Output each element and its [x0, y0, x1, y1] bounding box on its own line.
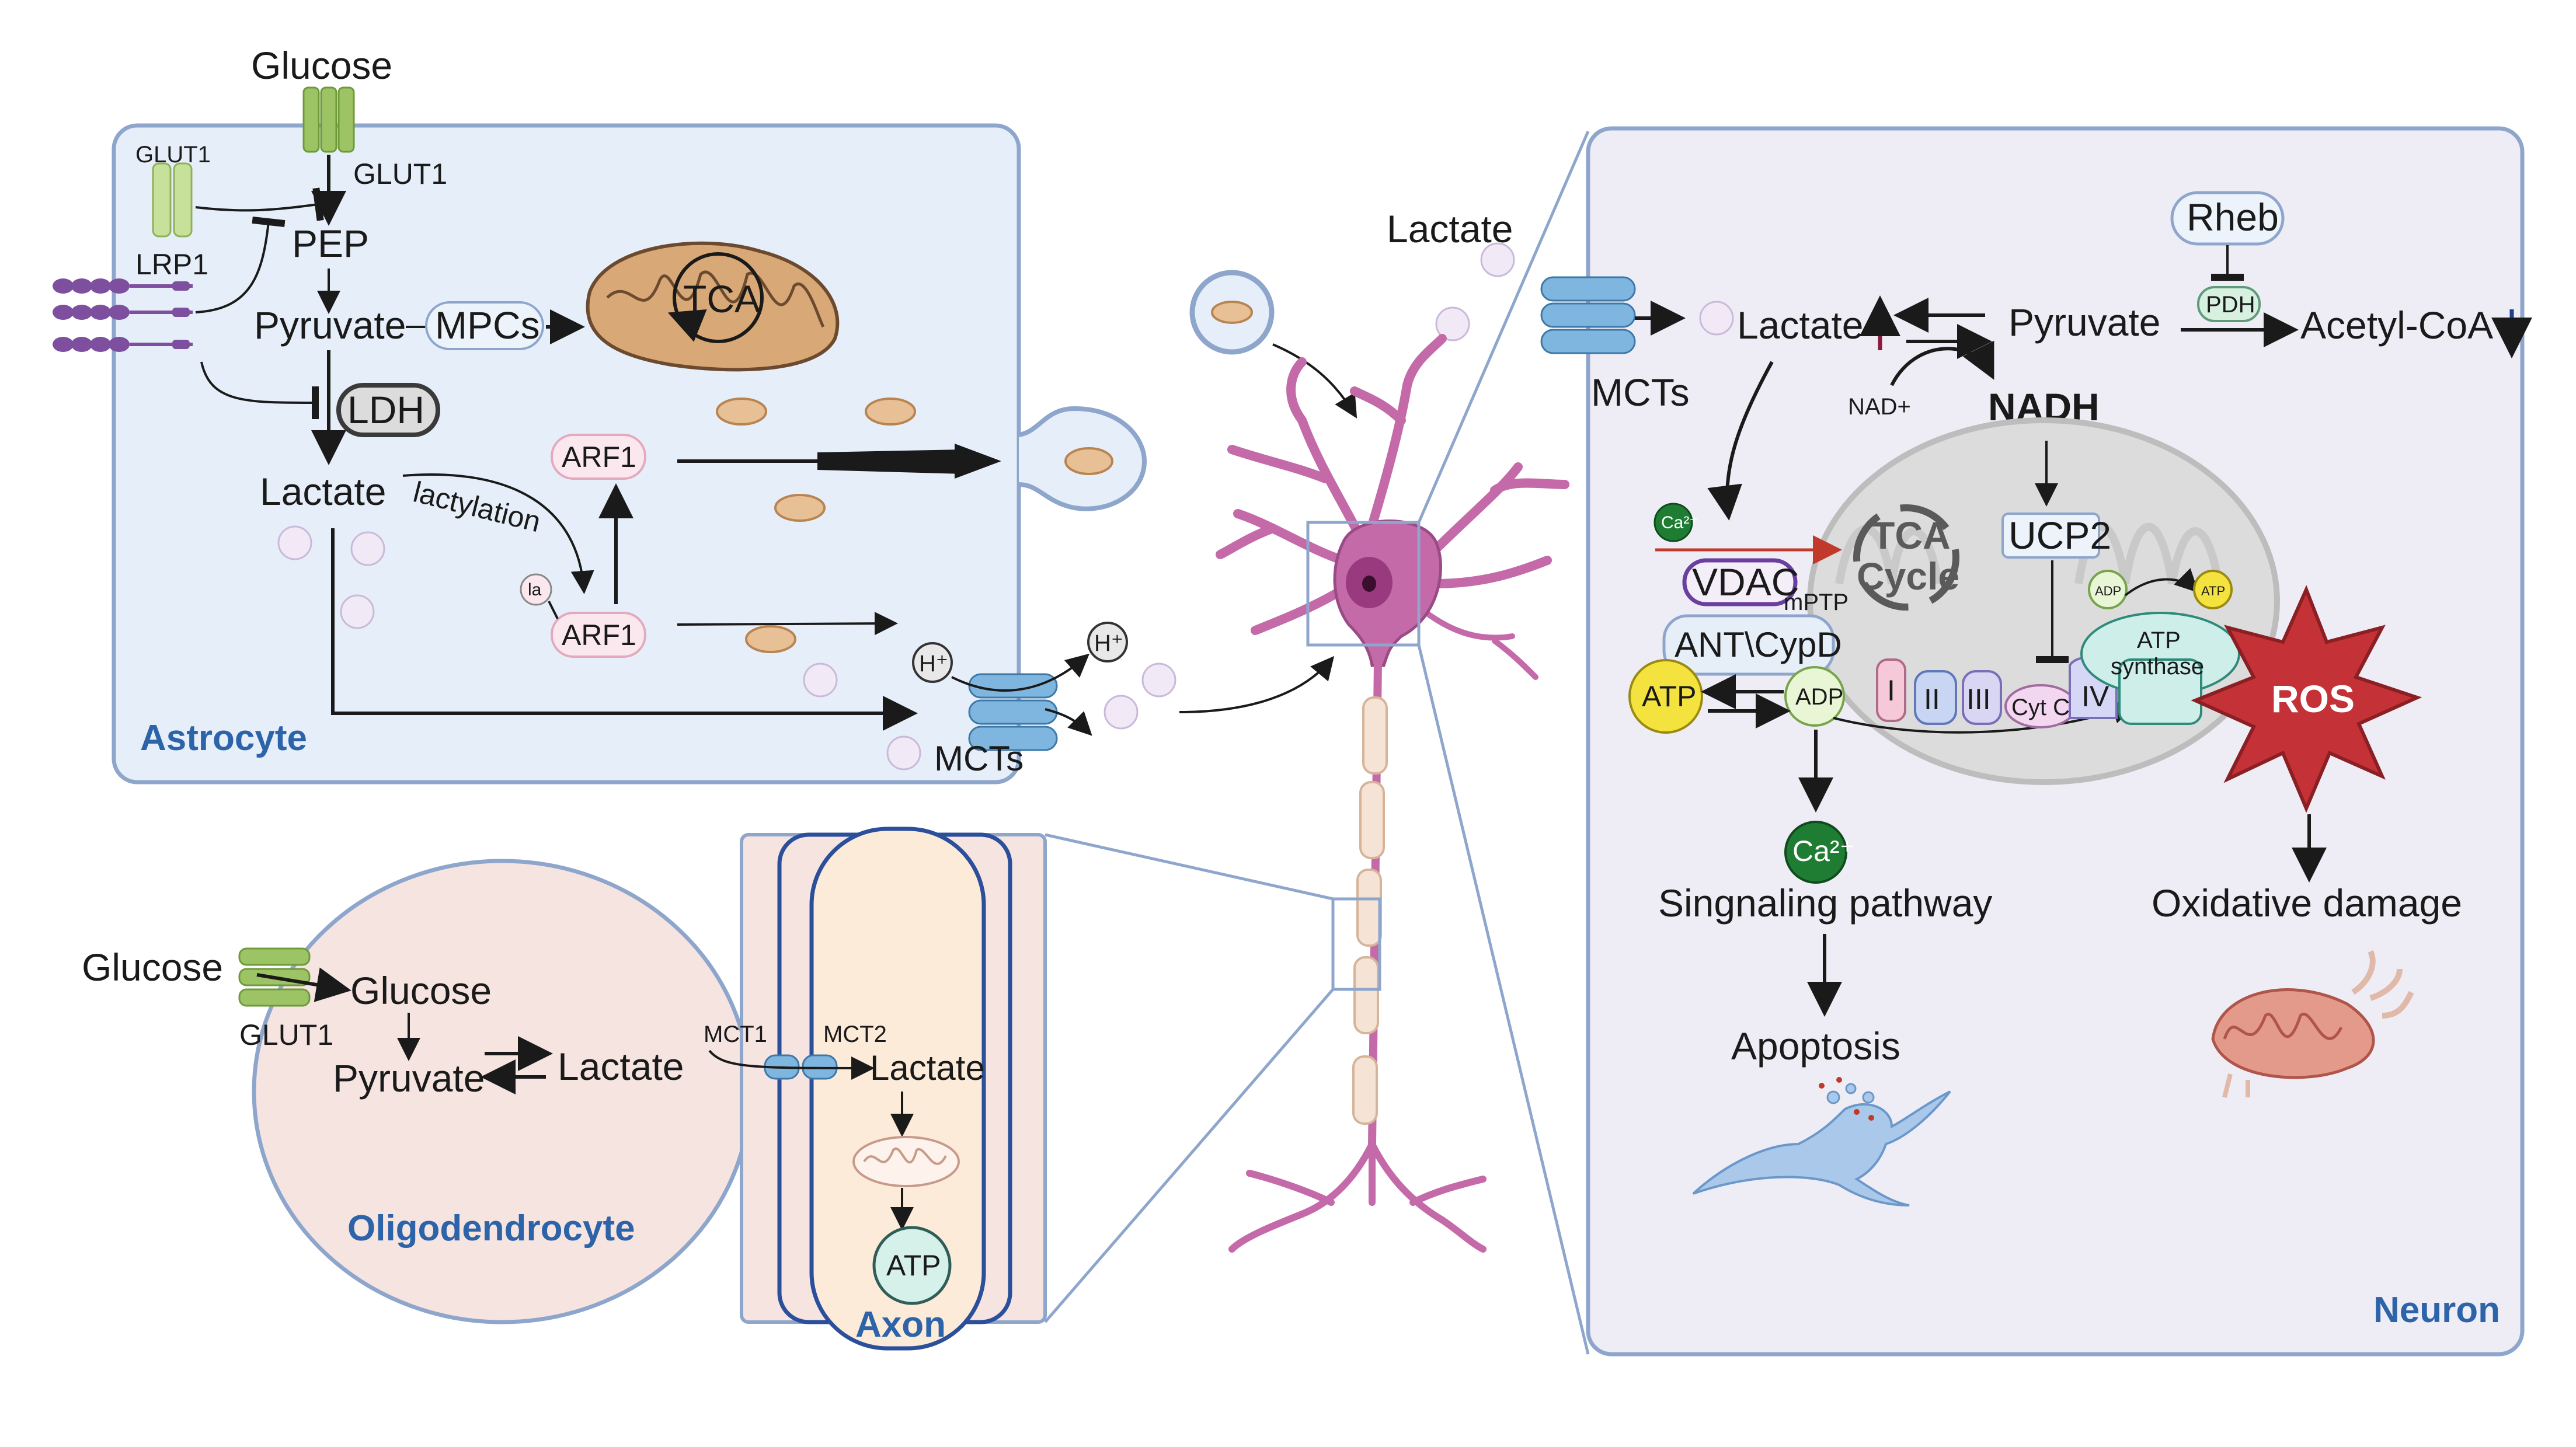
astro-vesicle: [1018, 406, 1147, 511]
complex-i-label: I: [1887, 674, 1895, 707]
lactate-label-oligo: Lactate: [558, 1045, 684, 1088]
tca-label-astro: TCA: [683, 277, 760, 320]
mpcs-label: MPCs: [435, 304, 540, 347]
mct-transporter-astro: [968, 673, 1058, 751]
signaling-label: Singnaling pathway: [1658, 881, 1992, 925]
mptp-label: mPTP: [1784, 590, 1849, 615]
atp-synthase: ATP synthase: [2080, 612, 2240, 725]
mcts-label-astro: MCTs: [934, 739, 1024, 778]
pep-label: PEP: [292, 222, 369, 265]
atp-synthase-line1: ATP: [2137, 627, 2181, 653]
small-mito-c: [774, 494, 826, 522]
small-mito-b: [865, 398, 916, 426]
nad-plus-label: NAD+: [1848, 394, 1911, 420]
pyruvate-label-oligo: Pyruvate: [333, 1057, 485, 1100]
pdh-label: PDH: [2206, 292, 2255, 318]
lactate-label-neuron: Lactate: [1737, 304, 1864, 347]
glut1-label-top: GLUT1: [353, 158, 447, 190]
mcts-label-neuron: MCTs: [1591, 371, 1690, 414]
neuron-label: Neuron: [2373, 1290, 2500, 1330]
released-vesicle: [1189, 270, 1275, 355]
atp-small-label: ATP: [2201, 584, 2225, 598]
atp-label-axon: ATP: [886, 1249, 941, 1282]
ca-big-label: Ca²⁺: [1792, 835, 1855, 867]
lrp1-label: LRP1: [135, 248, 208, 281]
complex-iv-label: IV: [2081, 680, 2109, 713]
lrp1-receptor: [53, 278, 193, 352]
adp-label-neuron: ADP: [1795, 684, 1843, 710]
astrocyte-panel: Astrocyte Glucose GLUT1 GLUT1 LRP1: [53, 44, 1128, 784]
damaged-mitochondrion: [2211, 950, 2414, 1098]
atp-label-neuron: ATP: [1642, 680, 1697, 713]
glut1-channel-side: [152, 162, 193, 238]
arf1-top-label: ARF1: [562, 441, 636, 473]
h-plus-a: H⁺: [919, 651, 948, 677]
etc-complexes: I II III Cyt C IV: [1876, 655, 2118, 728]
adp-small-label: ADP: [2095, 584, 2121, 598]
ca-small-label: Ca²⁺: [1661, 513, 1698, 532]
oligodendrocyte-label: Oligodendrocyte: [347, 1208, 635, 1249]
h-plus-b: H⁺: [1094, 630, 1123, 656]
cyt-c-label: Cyt C: [2011, 695, 2070, 720]
ant-cypd-label: ANT\CypD: [1675, 625, 1842, 664]
axon-label: Axon: [855, 1305, 946, 1345]
arf1-bottom-label: ARF1: [562, 619, 636, 651]
small-mito-d: [745, 625, 796, 653]
glut1-label-side: GLUT1: [135, 142, 211, 168]
oligodendrocyte-cell: Oligodendrocyte Glucose GLUT1 Glucose Py…: [82, 859, 753, 1324]
small-mito-a: [716, 398, 767, 426]
lactate-label-astro: Lactate: [260, 470, 387, 513]
glucose-label-astro: Glucose: [251, 44, 392, 87]
astro-mitochondrion: TCA: [586, 241, 840, 372]
mct1-label: MCT1: [704, 1021, 767, 1047]
glut1-label-oligo: GLUT1: [239, 1019, 333, 1051]
atp-synthase-line2: synthase: [2111, 654, 2204, 679]
complex-iii-label: III: [1966, 683, 1991, 716]
ucp2-label: UCP2: [2008, 514, 2111, 557]
vdac-label: VDAC: [1692, 560, 1799, 604]
la-label: la: [528, 580, 542, 599]
lactate-label-center: Lactate: [1387, 207, 1513, 250]
oxidative-damage-label: Oxidative damage: [2152, 881, 2462, 925]
astrocyte-label: Astrocyte: [140, 718, 307, 758]
acetyl-coa-label: Acetyl-CoA: [2300, 304, 2493, 347]
lactate-label-axon: Lactate: [870, 1048, 985, 1087]
mct2-label: MCT2: [823, 1021, 887, 1047]
tca-line2: Cycle: [1857, 555, 1959, 598]
axon-zoom: Axon MCT1 MCT2 Lactate ATP: [704, 827, 1047, 1351]
mct-transporter-neuron: [1540, 276, 1636, 354]
ldh-label: LDH: [347, 388, 424, 431]
axon-mitochondrion: [852, 1136, 960, 1187]
ros-label: ROS: [2271, 677, 2355, 720]
pyruvate-label-neuron: Pyruvate: [2008, 301, 2160, 344]
ros-burst: ROS: [2191, 585, 2422, 813]
rheb-label: Rheb: [2187, 196, 2279, 239]
tca-line1: TCA: [1871, 514, 1951, 557]
center-neuron: [1216, 334, 1569, 1253]
apoptotic-cell: [1692, 1077, 1951, 1207]
glucose-inside-label: Glucose: [350, 969, 492, 1012]
pyruvate-label-astro: Pyruvate: [254, 304, 406, 347]
neuron-panel: Neuron MCTs Lactate Pyruvate NAD+ NADH R…: [1540, 126, 2532, 1357]
glucose-outside-label: Glucose: [82, 946, 223, 989]
complex-ii-label: II: [1924, 683, 1940, 716]
glut1-channel-top: [302, 86, 355, 153]
apoptosis-label: Apoptosis: [1731, 1024, 1900, 1068]
